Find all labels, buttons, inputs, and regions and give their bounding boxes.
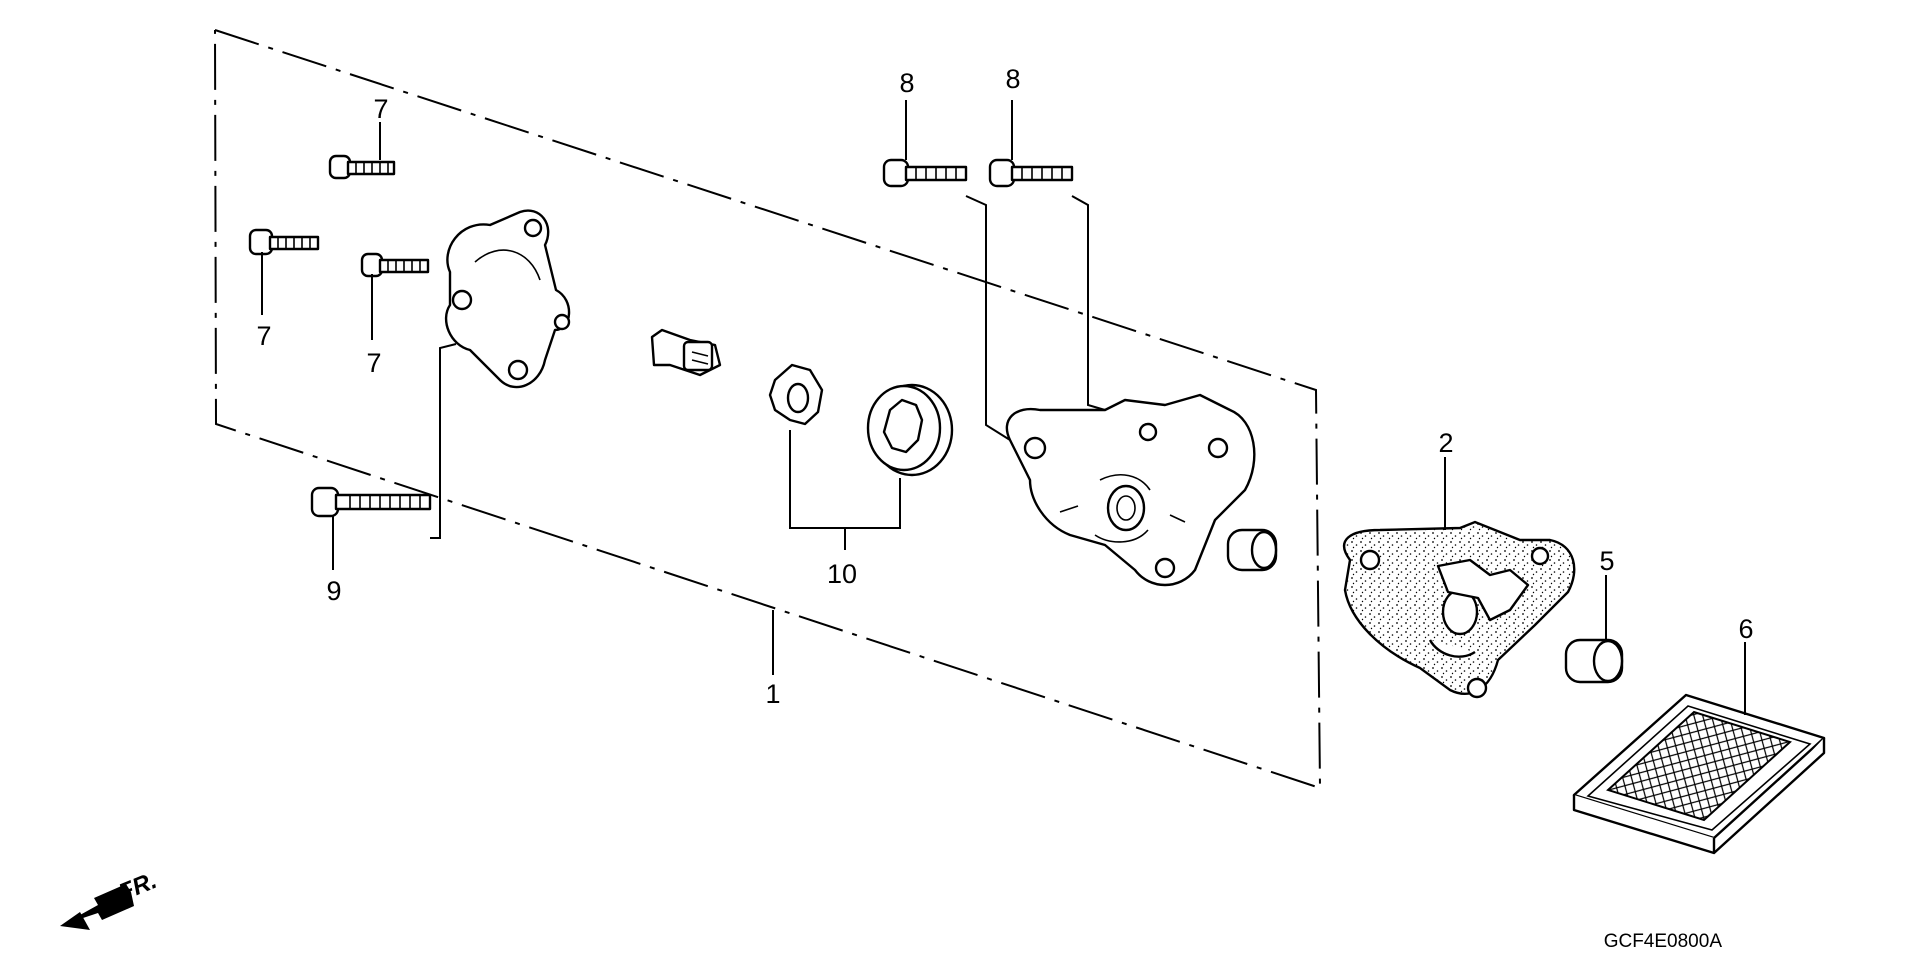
assembly-boundary	[214, 29, 1322, 790]
callout-9: 9	[326, 576, 341, 606]
pump-cover	[444, 209, 571, 389]
callout-10: 10	[827, 559, 857, 589]
callout-5: 5	[1599, 546, 1614, 576]
front-direction-arrow-icon	[60, 884, 134, 930]
front-label: FR.	[115, 867, 161, 907]
callout-7-left: 7	[256, 321, 271, 351]
bolt-9	[310, 486, 432, 518]
callout-2: 2	[1438, 428, 1453, 458]
collar-5	[1564, 638, 1624, 684]
inner-rotor	[768, 363, 824, 426]
pump-shaft	[650, 328, 722, 377]
bolt-8-right	[988, 158, 1074, 188]
callout-8-right: 8	[1005, 64, 1020, 94]
pump-body	[1005, 393, 1256, 587]
callout-8-left: 8	[899, 68, 914, 98]
callout-7-middle: 7	[366, 348, 381, 378]
callout-7-top: 7	[373, 94, 388, 124]
bolt-7-left	[248, 228, 320, 256]
bolt-7-top	[328, 154, 396, 180]
callout-6: 6	[1738, 614, 1753, 644]
leader-lines	[261, 100, 1746, 715]
gasket	[1343, 520, 1576, 699]
oil-strainer	[1572, 693, 1826, 855]
bolt-8-left	[882, 158, 968, 188]
diagram-code: GCF4E0800A	[1604, 931, 1723, 952]
callout-1: 1	[765, 679, 780, 709]
outer-rotor	[866, 383, 954, 477]
bolt-7-middle	[360, 252, 430, 278]
dowel-collar	[1226, 528, 1278, 572]
